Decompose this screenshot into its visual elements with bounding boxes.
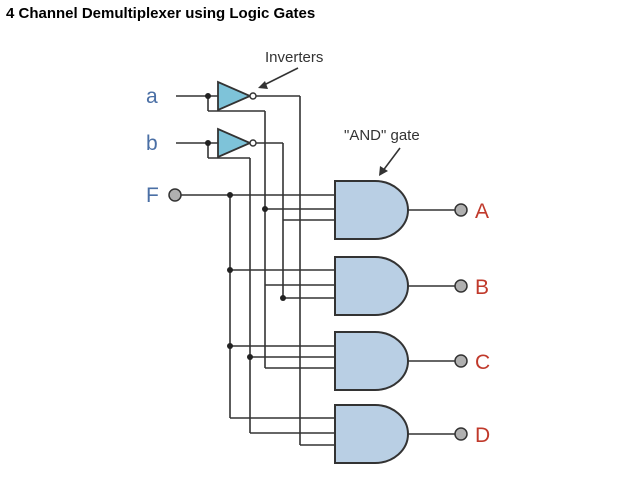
and-gate-callout: "AND" gate xyxy=(344,127,420,144)
junction-dot xyxy=(280,295,286,301)
and-gate-a xyxy=(334,180,409,240)
junction-dot xyxy=(262,206,268,212)
inverters-callout: Inverters xyxy=(265,49,323,66)
junction-dot xyxy=(227,267,233,273)
and-gate-c xyxy=(334,331,409,391)
inverters-arrow xyxy=(261,67,299,87)
inverter-b xyxy=(217,127,257,159)
output-a-terminal xyxy=(454,203,468,217)
output-b-label: B xyxy=(475,276,489,299)
output-d-terminal xyxy=(454,427,468,441)
gate-d-inputs xyxy=(250,298,335,446)
output-c-label: C xyxy=(475,351,490,374)
slide-title: 4 Channel Demultiplexer using Logic Gate… xyxy=(6,5,316,22)
gate-a-inputs xyxy=(265,208,335,221)
and-gate-d xyxy=(334,404,409,464)
output-d-label: D xyxy=(475,424,490,447)
output-b-terminal xyxy=(454,279,468,293)
junction-dot xyxy=(247,354,253,360)
input-f-terminal xyxy=(168,188,182,202)
junction-dot xyxy=(205,93,211,99)
gate-c-inputs xyxy=(250,356,335,369)
output-c-terminal xyxy=(454,354,468,368)
and-gate-arrowhead xyxy=(379,166,388,176)
input-b-label: b xyxy=(146,132,158,155)
input-a-wiring xyxy=(176,95,301,368)
and-gate-arrow xyxy=(381,147,401,173)
junction-dot xyxy=(205,140,211,146)
input-a-label: a xyxy=(146,85,158,108)
input-f-wiring xyxy=(181,194,335,419)
junction-dot xyxy=(227,343,233,349)
gate-b-inputs xyxy=(265,220,335,299)
inverters-arrowhead xyxy=(258,81,268,89)
inverter-a xyxy=(217,80,257,112)
and-gate-b xyxy=(334,256,409,316)
junction-dot xyxy=(227,192,233,198)
output-a-label: A xyxy=(475,200,489,223)
input-f-label: F xyxy=(146,184,159,207)
